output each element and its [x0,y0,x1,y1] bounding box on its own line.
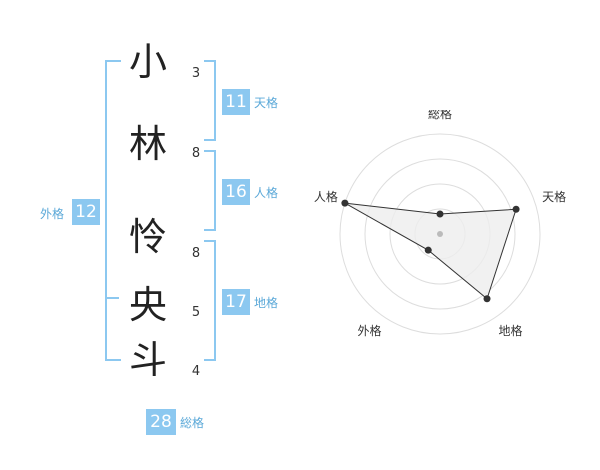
name-char-2: 林 [128,122,167,166]
tenkaku-badge: 11 [222,89,250,115]
soukaku-badge: 28 [146,409,176,435]
gaikaku-bracket [105,60,121,361]
radar-axis-label-5: 人格 [314,189,338,204]
radar-axis-label-1: 総格 [428,110,452,121]
radar-point-4 [424,246,432,254]
gaikaku-label: 外格 [40,207,65,221]
radar-ring-4 [339,133,541,335]
name-char-4: 央 [128,283,167,327]
soukaku-label: 総格 [180,416,205,430]
radar-ring-3 [364,158,516,310]
name-char-5: 斗 [128,338,167,382]
tenkaku-bracket [204,60,216,141]
gaikaku-divider [105,297,119,299]
chikaku-label: 地格 [254,296,279,310]
stroke-count-1: 3 [191,66,201,81]
radar-point-5 [341,199,349,207]
radar-axis-label-3: 地格 [499,323,523,338]
name-char-1: 小 [128,40,167,84]
stroke-count-2: 8 [191,146,201,161]
chikaku-bracket [204,240,216,361]
radar-point-3 [483,295,491,303]
jinkaku-badge: 16 [222,179,250,205]
radar-point-2 [512,205,520,213]
radar-axis-label-4: 外格 [357,323,381,338]
name-char-3: 怜 [128,215,167,259]
tenkaku-label: 天格 [254,96,279,110]
radar-point-1 [436,210,444,218]
jinkaku-bracket [204,150,216,231]
stroke-count-5: 4 [191,364,201,379]
jinkaku-label: 人格 [254,186,279,200]
chikaku-badge: 17 [222,289,250,315]
stroke-count-4: 5 [191,305,201,320]
radar-center [437,231,443,237]
radar-axis-label-2: 天格 [542,189,566,204]
gaikaku-badge: 12 [72,199,100,225]
stroke-count-3: 8 [191,246,201,261]
